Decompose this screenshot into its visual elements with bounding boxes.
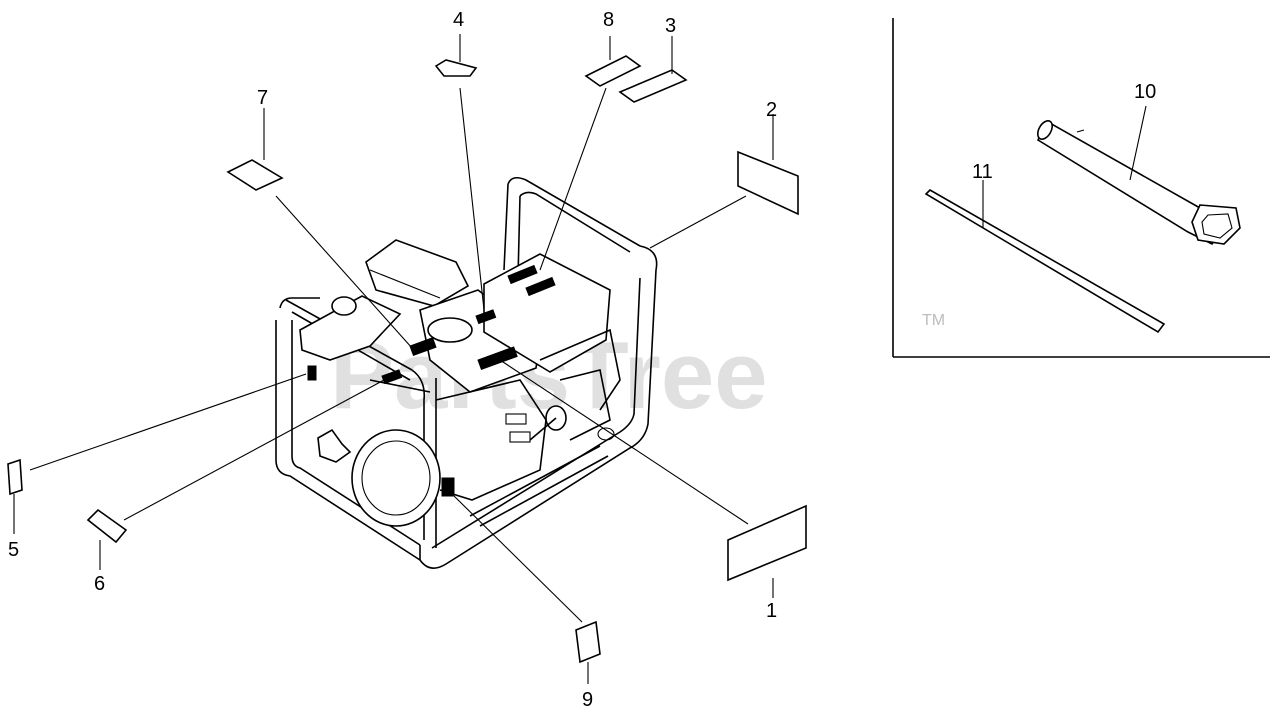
decal-2[interactable] xyxy=(737,150,799,216)
callout-7: 7 xyxy=(257,87,268,109)
decal-5[interactable] xyxy=(7,458,23,496)
plug-wrench[interactable] xyxy=(1035,118,1241,246)
decal-1[interactable] xyxy=(727,504,807,582)
callout-11: 11 xyxy=(972,161,993,183)
watermark-trademark: TM xyxy=(922,312,945,329)
decal-3[interactable] xyxy=(618,69,688,103)
callout-9: 9 xyxy=(582,689,593,711)
leader-10 xyxy=(1129,105,1147,181)
callout-4: 4 xyxy=(453,9,464,31)
pump-frame xyxy=(275,176,658,569)
tool-kit-inset xyxy=(892,18,1270,358)
callout-5: 5 xyxy=(8,539,19,561)
decal-4[interactable] xyxy=(434,59,478,77)
engine-body xyxy=(299,239,621,527)
wrench-handle-rod[interactable] xyxy=(924,189,1166,334)
callout-2: 2 xyxy=(766,99,777,121)
callout-8: 8 xyxy=(603,9,614,31)
decal-8[interactable] xyxy=(584,55,642,87)
decal-7[interactable] xyxy=(226,159,284,191)
callout-6: 6 xyxy=(94,573,105,595)
decal-9[interactable] xyxy=(575,620,601,664)
decal-6[interactable] xyxy=(86,508,128,544)
callout-10: 10 xyxy=(1134,81,1156,103)
callout-3: 3 xyxy=(665,15,676,37)
leader-lines xyxy=(13,34,774,684)
callout-1: 1 xyxy=(766,600,777,622)
